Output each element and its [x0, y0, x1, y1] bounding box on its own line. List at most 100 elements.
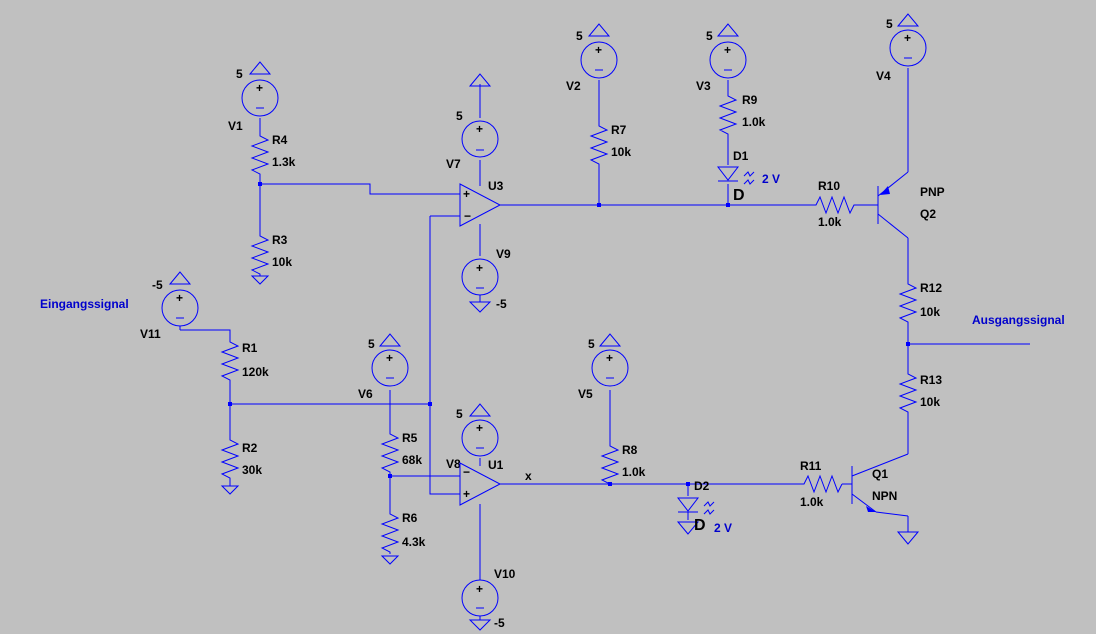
svg-text:−: −	[463, 465, 470, 479]
resistor-r1[interactable]: R1 120k	[220, 336, 269, 382]
svg-text:+: +	[176, 291, 183, 305]
junction-dot	[388, 474, 392, 478]
source-name: V2	[566, 79, 581, 93]
source-name: V9	[496, 247, 511, 261]
resistor-name: R5	[402, 431, 418, 445]
junction-dot	[906, 342, 910, 346]
svg-text:+: +	[476, 421, 483, 435]
resistor-name: R13	[920, 373, 942, 387]
transistor-type: PNP	[920, 185, 945, 199]
source-value: 5	[236, 67, 243, 81]
svg-text:+: +	[595, 43, 602, 57]
voltage-source-v9[interactable]: + V9 -5	[461, 247, 511, 313]
resistor-value: 10k	[920, 395, 940, 409]
resistor-r13[interactable]: R13 10k	[898, 368, 942, 414]
source-value: -5	[494, 616, 505, 630]
source-value: 5	[576, 29, 583, 43]
source-name: V4	[876, 69, 891, 83]
resistor-r2[interactable]: R2 30k	[220, 434, 262, 495]
junction-dot	[228, 402, 232, 406]
source-name: V10	[494, 567, 516, 581]
resistor-value: 1.0k	[800, 495, 824, 509]
voltage-source-v4[interactable]: + 5 V4	[876, 13, 927, 83]
junction-dot	[686, 482, 690, 486]
diode-name: D1	[733, 149, 749, 163]
resistor-r5[interactable]: R5 68k	[380, 428, 422, 474]
resistor-name: R12	[920, 281, 942, 295]
resistor-r3[interactable]: R3 10k	[250, 230, 292, 285]
svg-text:+: +	[476, 582, 483, 596]
resistor-value: 10k	[920, 305, 940, 319]
resistor-value: 10k	[611, 145, 631, 159]
net-label-output: Ausgangssignal	[972, 313, 1065, 327]
transistor-name: Q1	[872, 467, 888, 481]
voltage-source-v2[interactable]: + 5 V2	[566, 23, 618, 93]
resistor-name: R3	[272, 233, 288, 247]
voltage-source-v8[interactable]: + 5 V8	[446, 403, 499, 471]
junctions	[228, 182, 910, 486]
source-value: -5	[496, 297, 507, 311]
svg-text:+: +	[904, 31, 911, 45]
source-name: V11	[140, 327, 161, 341]
resistor-value: 4.3k	[402, 535, 426, 549]
transistor-q1[interactable]: Q1 NPN	[851, 453, 909, 517]
transistor-name: Q2	[920, 207, 936, 221]
source-name: V5	[578, 387, 593, 401]
opamp-name: U3	[488, 179, 504, 193]
voltage-source-v11[interactable]: + -5 V11	[140, 271, 199, 341]
source-value: 5	[456, 407, 463, 421]
source-value: 5	[706, 29, 713, 43]
diode-model: D	[694, 517, 706, 534]
resistor-name: R9	[742, 93, 758, 107]
voltage-source-v10[interactable]: + V10 -5	[461, 567, 516, 631]
svg-text:+: +	[476, 261, 483, 275]
resistor-r7[interactable]: R7 10k	[589, 120, 631, 166]
diode-name: D2	[694, 479, 710, 493]
voltage-source-v3[interactable]: + 5 V3	[696, 23, 747, 93]
resistor-name: R8	[622, 443, 638, 457]
source-name: V6	[358, 387, 373, 401]
resistor-r6[interactable]: R6 4.3k	[380, 508, 426, 565]
net-label-input: Eingangssignal	[40, 297, 129, 311]
resistor-name: R1	[242, 341, 258, 355]
svg-text:−: −	[464, 209, 471, 223]
resistor-name: R2	[242, 441, 258, 455]
source-name: V3	[696, 79, 711, 93]
ground-icon	[896, 531, 920, 545]
resistor-value: 68k	[402, 453, 422, 467]
voltage-source-v6[interactable]: + 5 V6	[358, 333, 409, 401]
resistor-value: 1.0k	[622, 465, 646, 479]
resistor-r8[interactable]: R8 1.0k	[600, 440, 646, 486]
resistor-value: 1.0k	[818, 215, 842, 229]
voltage-source-v5[interactable]: + 5 V5	[578, 333, 629, 401]
opamp-u1[interactable]: − + U1	[459, 458, 504, 506]
resistor-r9[interactable]: R9 1.0k	[718, 90, 766, 136]
source-name: V1	[228, 119, 243, 133]
voltage-source-v7[interactable]: + 5 V7	[446, 73, 499, 171]
resistor-value: 1.3k	[272, 155, 296, 169]
source-value: 5	[368, 337, 375, 351]
svg-text:+: +	[463, 487, 470, 501]
wires	[180, 68, 1030, 580]
source-value: -5	[152, 278, 163, 292]
opamp-u3[interactable]: + − U3	[459, 179, 504, 227]
resistor-name: R11	[800, 459, 822, 473]
resistor-value: 120k	[242, 365, 269, 379]
svg-text:+: +	[386, 351, 393, 365]
resistor-name: R6	[402, 511, 418, 525]
source-value: 5	[588, 337, 595, 351]
diode-d2[interactable]: D2 D 2 V	[676, 479, 732, 535]
resistor-r11[interactable]: R11 1.0k	[798, 459, 843, 509]
diode-d1[interactable]: D1 D 2 V	[716, 149, 780, 204]
resistor-r10[interactable]: R10 1.0k	[810, 179, 856, 229]
transistor-q2[interactable]: PNP Q2	[877, 171, 945, 239]
svg-text:+: +	[463, 187, 470, 201]
resistor-r4[interactable]: R4 1.3k	[250, 130, 296, 176]
source-name: V7	[446, 157, 461, 171]
svg-text:+: +	[476, 122, 483, 136]
resistor-r12[interactable]: R12 10k	[898, 278, 942, 324]
opamp-name: U1	[488, 458, 504, 472]
voltage-source-v1[interactable]: + 5 V1	[228, 61, 279, 133]
junction-dot	[597, 203, 601, 207]
